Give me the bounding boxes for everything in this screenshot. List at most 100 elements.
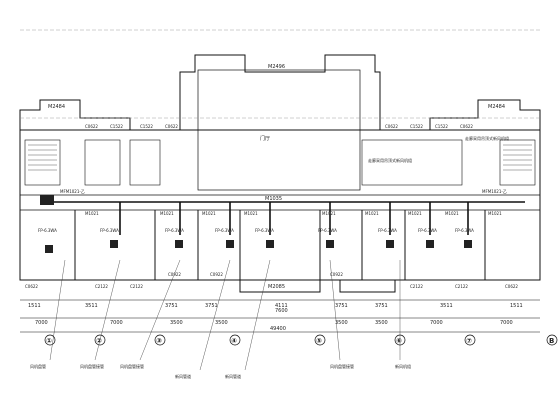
fan-coil-unit bbox=[326, 240, 334, 248]
left-wing-wall bbox=[19, 99, 131, 130]
room-door-label: M1021 bbox=[85, 211, 99, 216]
door-label-corridor-right: MFM1021-乙 bbox=[482, 188, 507, 194]
fan-coil-unit bbox=[266, 240, 274, 248]
unit-tag: FP-6.3WA bbox=[378, 228, 397, 233]
leader-note: 新风机组 bbox=[395, 363, 411, 369]
unit-tag: FP-6.3WA bbox=[455, 228, 474, 233]
hall-label: 门厅 bbox=[260, 135, 270, 142]
dim-row2: 7000 bbox=[500, 320, 513, 326]
fan-coil-unit bbox=[464, 240, 472, 248]
unit-tag: FP-6.3WA bbox=[100, 228, 119, 233]
window-label: C0622 bbox=[385, 124, 398, 129]
room-door-label: M1021 bbox=[202, 211, 216, 216]
axis-bubble: ① bbox=[46, 337, 52, 345]
room-door-label: M1021 bbox=[445, 211, 459, 216]
right-office bbox=[361, 139, 463, 186]
fan-coil-unit bbox=[426, 240, 434, 248]
window-label: C0622 bbox=[505, 284, 518, 289]
leader-note: 新风管道 bbox=[225, 373, 241, 379]
window-label: C2122 bbox=[95, 284, 108, 289]
stair-left bbox=[24, 139, 61, 186]
door-label-left-wing: M2484 bbox=[48, 104, 65, 110]
window-label: C0622 bbox=[25, 284, 38, 289]
dim-row1: 1511 bbox=[28, 303, 41, 309]
window-label: C0622 bbox=[85, 124, 98, 129]
dim-row2: 7000 bbox=[35, 320, 48, 326]
south-entry bbox=[239, 280, 321, 293]
dim-row1: 3751 bbox=[335, 303, 348, 309]
axis-bubble: ⑤ bbox=[316, 337, 322, 345]
dim-total: 49400 bbox=[270, 326, 286, 332]
dim-row2: 3500 bbox=[335, 320, 348, 326]
fan-coil-unit bbox=[45, 245, 53, 253]
fan-coil-unit bbox=[226, 240, 234, 248]
service-room bbox=[129, 139, 161, 186]
window-label: C0622 bbox=[165, 124, 178, 129]
dim-row2: 3500 bbox=[170, 320, 183, 326]
window-label: C0922 bbox=[330, 272, 343, 277]
fan-coil-unit bbox=[386, 240, 394, 248]
window-label: C0922 bbox=[168, 272, 181, 277]
unit-tag: FP-6.3WA bbox=[418, 228, 437, 233]
fan-coil-unit bbox=[175, 240, 183, 248]
leader-note: 风机盘管接管 bbox=[120, 363, 144, 369]
window-label: C0922 bbox=[210, 272, 223, 277]
unit-tag: FP-6.3WA bbox=[215, 228, 234, 233]
dim-row1: 3751 bbox=[165, 303, 178, 309]
unit-tag: FP-6.3WA bbox=[38, 228, 57, 233]
dim-row1: 4111 bbox=[275, 303, 288, 309]
door-label-right-wing: M2484 bbox=[488, 104, 505, 110]
room-door-label: M1021 bbox=[365, 211, 379, 216]
unit-tag: FP-6.3WA bbox=[318, 228, 337, 233]
fresh-air-unit bbox=[40, 195, 54, 205]
axis-bubble: ④ bbox=[231, 337, 237, 345]
leader-note: 风机盘管接管 bbox=[330, 363, 354, 369]
window-label: C2122 bbox=[130, 284, 143, 289]
central-block-wall bbox=[179, 54, 381, 130]
dim-row1: 3511 bbox=[440, 303, 453, 309]
door-label-corridor-center: M1035 bbox=[265, 196, 282, 202]
door-label-main-hall: M2496 bbox=[268, 64, 285, 70]
axis-bubble: B bbox=[549, 337, 554, 345]
room-door-label: M1021 bbox=[160, 211, 174, 216]
window-label: C1522 bbox=[435, 124, 448, 129]
unit-tag: FP-6.3WA bbox=[255, 228, 274, 233]
room-door-label: M1021 bbox=[244, 211, 258, 216]
dim-row1: 3751 bbox=[205, 303, 218, 309]
dim-row1: 1511 bbox=[510, 303, 523, 309]
leader-note: 新风管道 bbox=[175, 373, 191, 379]
stair-right bbox=[499, 139, 536, 186]
outer-wall bbox=[19, 129, 541, 281]
right-wing-note: 走廊采用吊顶式新风机组 bbox=[465, 135, 509, 141]
door-label-corridor-left: MFM1021-乙 bbox=[60, 188, 85, 194]
window-label: C0622 bbox=[460, 124, 473, 129]
dim-row2: 3500 bbox=[215, 320, 228, 326]
axis-bubble: ③ bbox=[156, 337, 162, 345]
door-label-south: M2085 bbox=[268, 284, 285, 290]
window-label: C1522 bbox=[410, 124, 423, 129]
room-door-label: M1021 bbox=[408, 211, 422, 216]
leader-note: 风机盘管接管 bbox=[80, 363, 104, 369]
axis-bubble: ⑦ bbox=[466, 337, 472, 345]
room-door-label: M1021 bbox=[322, 211, 336, 216]
window-label: C1522 bbox=[110, 124, 123, 129]
dim-row2: 7000 bbox=[430, 320, 443, 326]
service-room bbox=[84, 139, 121, 186]
dim-row2: 3500 bbox=[375, 320, 388, 326]
corridor-note: 走廊采用吊顶式新风机组 bbox=[368, 157, 412, 163]
dim-row1: 3751 bbox=[375, 303, 388, 309]
south-bump bbox=[339, 280, 396, 293]
window-label: C2122 bbox=[410, 284, 423, 289]
room-door-label: M1021 bbox=[488, 211, 502, 216]
fan-coil-unit bbox=[110, 240, 118, 248]
leader-note: 风机盘管 bbox=[30, 363, 46, 369]
unit-tag: FP-6.3WA bbox=[165, 228, 184, 233]
dim-row1: 3511 bbox=[85, 303, 98, 309]
window-label: C1522 bbox=[140, 124, 153, 129]
axis-bubble: ② bbox=[96, 337, 102, 345]
hall bbox=[197, 69, 361, 191]
axis-bubble: ⑥ bbox=[396, 337, 402, 345]
dim-row2: 7000 bbox=[110, 320, 123, 326]
window-label: C2122 bbox=[455, 284, 468, 289]
